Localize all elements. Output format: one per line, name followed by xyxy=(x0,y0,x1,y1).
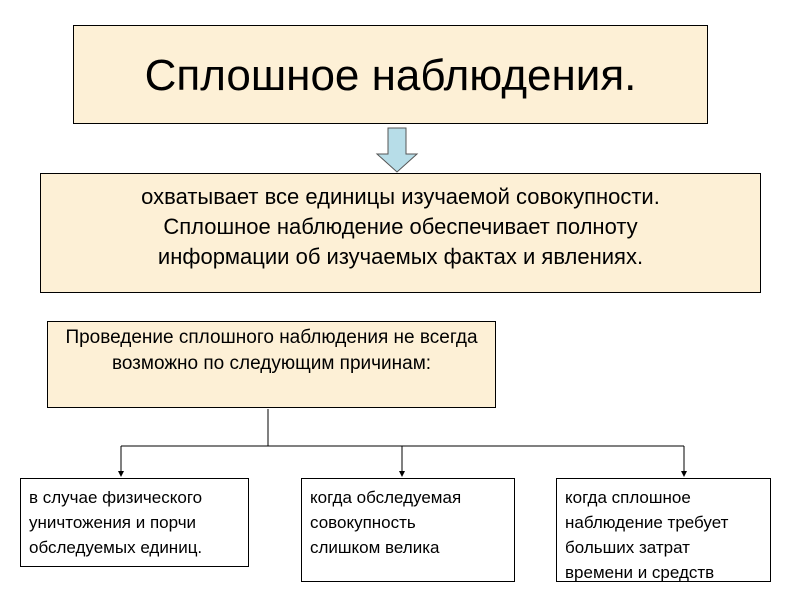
reason-line: в случае физического xyxy=(29,488,203,507)
connector-arrow-1 xyxy=(118,446,124,477)
reason-line: обследуемых единиц. xyxy=(29,538,203,557)
reason-line: слишком велика xyxy=(310,538,440,557)
reason-line: когда сплошное xyxy=(565,488,691,507)
reason-line: совокупность xyxy=(310,513,416,532)
reason-line: наблюдение требует xyxy=(565,513,729,532)
reason-header-box: Проведение сплошного наблюдения не всегд… xyxy=(47,321,496,408)
reason-line: уничтожения и порчи xyxy=(29,513,197,532)
connector-arrow-2 xyxy=(399,446,405,477)
reason-box-1: в случае физического уничтожения и порчи… xyxy=(20,478,249,567)
reason-box-3: когда сплошное наблюдение требует больши… xyxy=(556,478,771,582)
description-line-2: Сплошное наблюдение обеспечивает полноту xyxy=(163,214,638,239)
connector-arrow-3 xyxy=(681,446,687,477)
reason-line: времени и средств xyxy=(565,563,715,582)
title-box: Сплошное наблюдения. xyxy=(73,25,708,124)
description-line-3: информации об изучаемых фактах и явления… xyxy=(157,244,644,269)
reason-box-2: когда обследуемая совокупность слишком в… xyxy=(301,478,515,582)
reason-header-text: Проведение сплошного наблюдения не всегд… xyxy=(65,327,478,374)
down-arrow-icon xyxy=(375,127,419,173)
reason-line: больших затрат xyxy=(565,538,690,557)
reason-line: когда обследуемая xyxy=(310,488,462,507)
page-title: Сплошное наблюдения. xyxy=(144,51,637,100)
description-box: охватывает все единицы изучаемой совокуп… xyxy=(40,173,761,293)
description-line-1: охватывает все единицы изучаемой совокуп… xyxy=(141,184,660,209)
